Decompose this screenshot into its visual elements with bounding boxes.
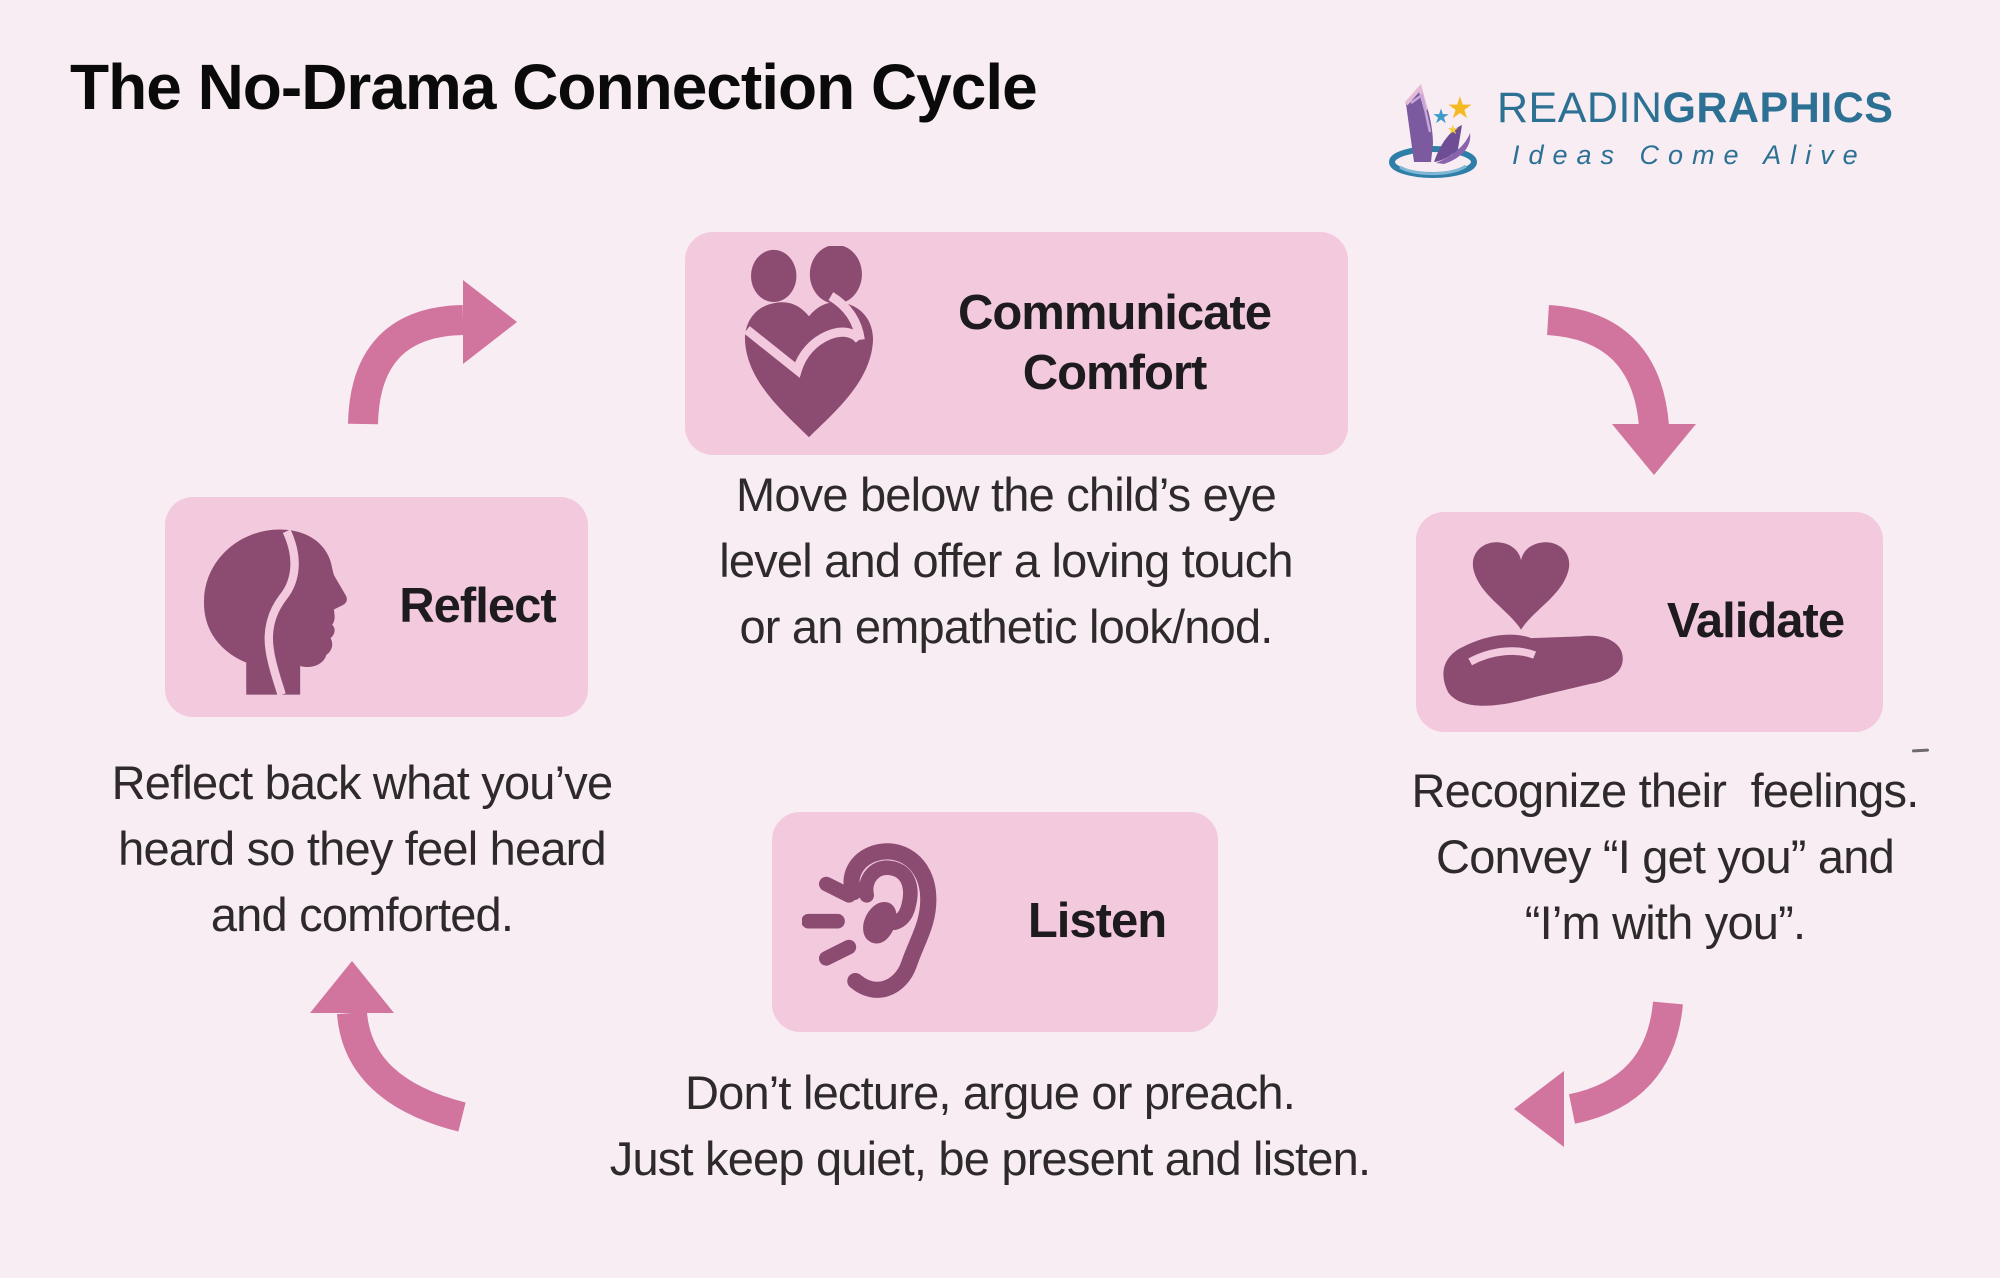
step-label: Reflect [399, 579, 556, 634]
step-card-listen: Listen [772, 812, 1218, 1032]
step-label: Validate [1666, 594, 1845, 649]
logo-tagline: Ideas Come Alive [1512, 140, 1867, 170]
page-title: The No-Drama Connection Cycle [70, 51, 1038, 123]
step-description-reflect: Reflect back what you’ve heard so they f… [111, 756, 613, 941]
step-label: Communicate Comfort [957, 285, 1272, 400]
step-card-communicate-comfort: Communicate Comfort [685, 232, 1348, 455]
svg-text:★: ★ [1447, 123, 1459, 138]
brand-bold: GRAPHICS [1662, 84, 1894, 132]
svg-text:★: ★ [1447, 91, 1474, 126]
step-description-communicate-comfort: Move below the child’s eye level and off… [719, 468, 1293, 653]
listening-ear-icon [802, 843, 937, 998]
hand-holding-heart-icon [1443, 542, 1623, 706]
arrow-reflect-to-communicate-icon [348, 280, 517, 425]
arrow-communicate-to-validate-icon [1546, 305, 1696, 475]
arrow-validate-to-listen-icon [1514, 1001, 1683, 1147]
stray-dash-mark [1911, 748, 1930, 753]
family-embrace-heart-icon [743, 245, 874, 437]
readinggraphics-logo-icon: ★ ★ ★ [1389, 83, 1477, 178]
step-description-validate: Recognize their feelings. Convey “I get … [1411, 764, 1920, 949]
step-card-validate: Validate [1416, 512, 1883, 732]
brand-regular: READIN [1497, 84, 1663, 132]
head-profile-icon [203, 529, 347, 696]
step-card-reflect: Reflect [165, 497, 588, 717]
readinggraphics-wordmark: READINGRAPHICS [1497, 84, 1893, 133]
svg-text:★: ★ [1432, 104, 1450, 128]
arrow-listen-to-reflect-icon [310, 961, 466, 1132]
step-label: Listen [1027, 894, 1167, 949]
step-description-listen: Don’t lecture, argue or preach. Just kee… [609, 1066, 1371, 1185]
